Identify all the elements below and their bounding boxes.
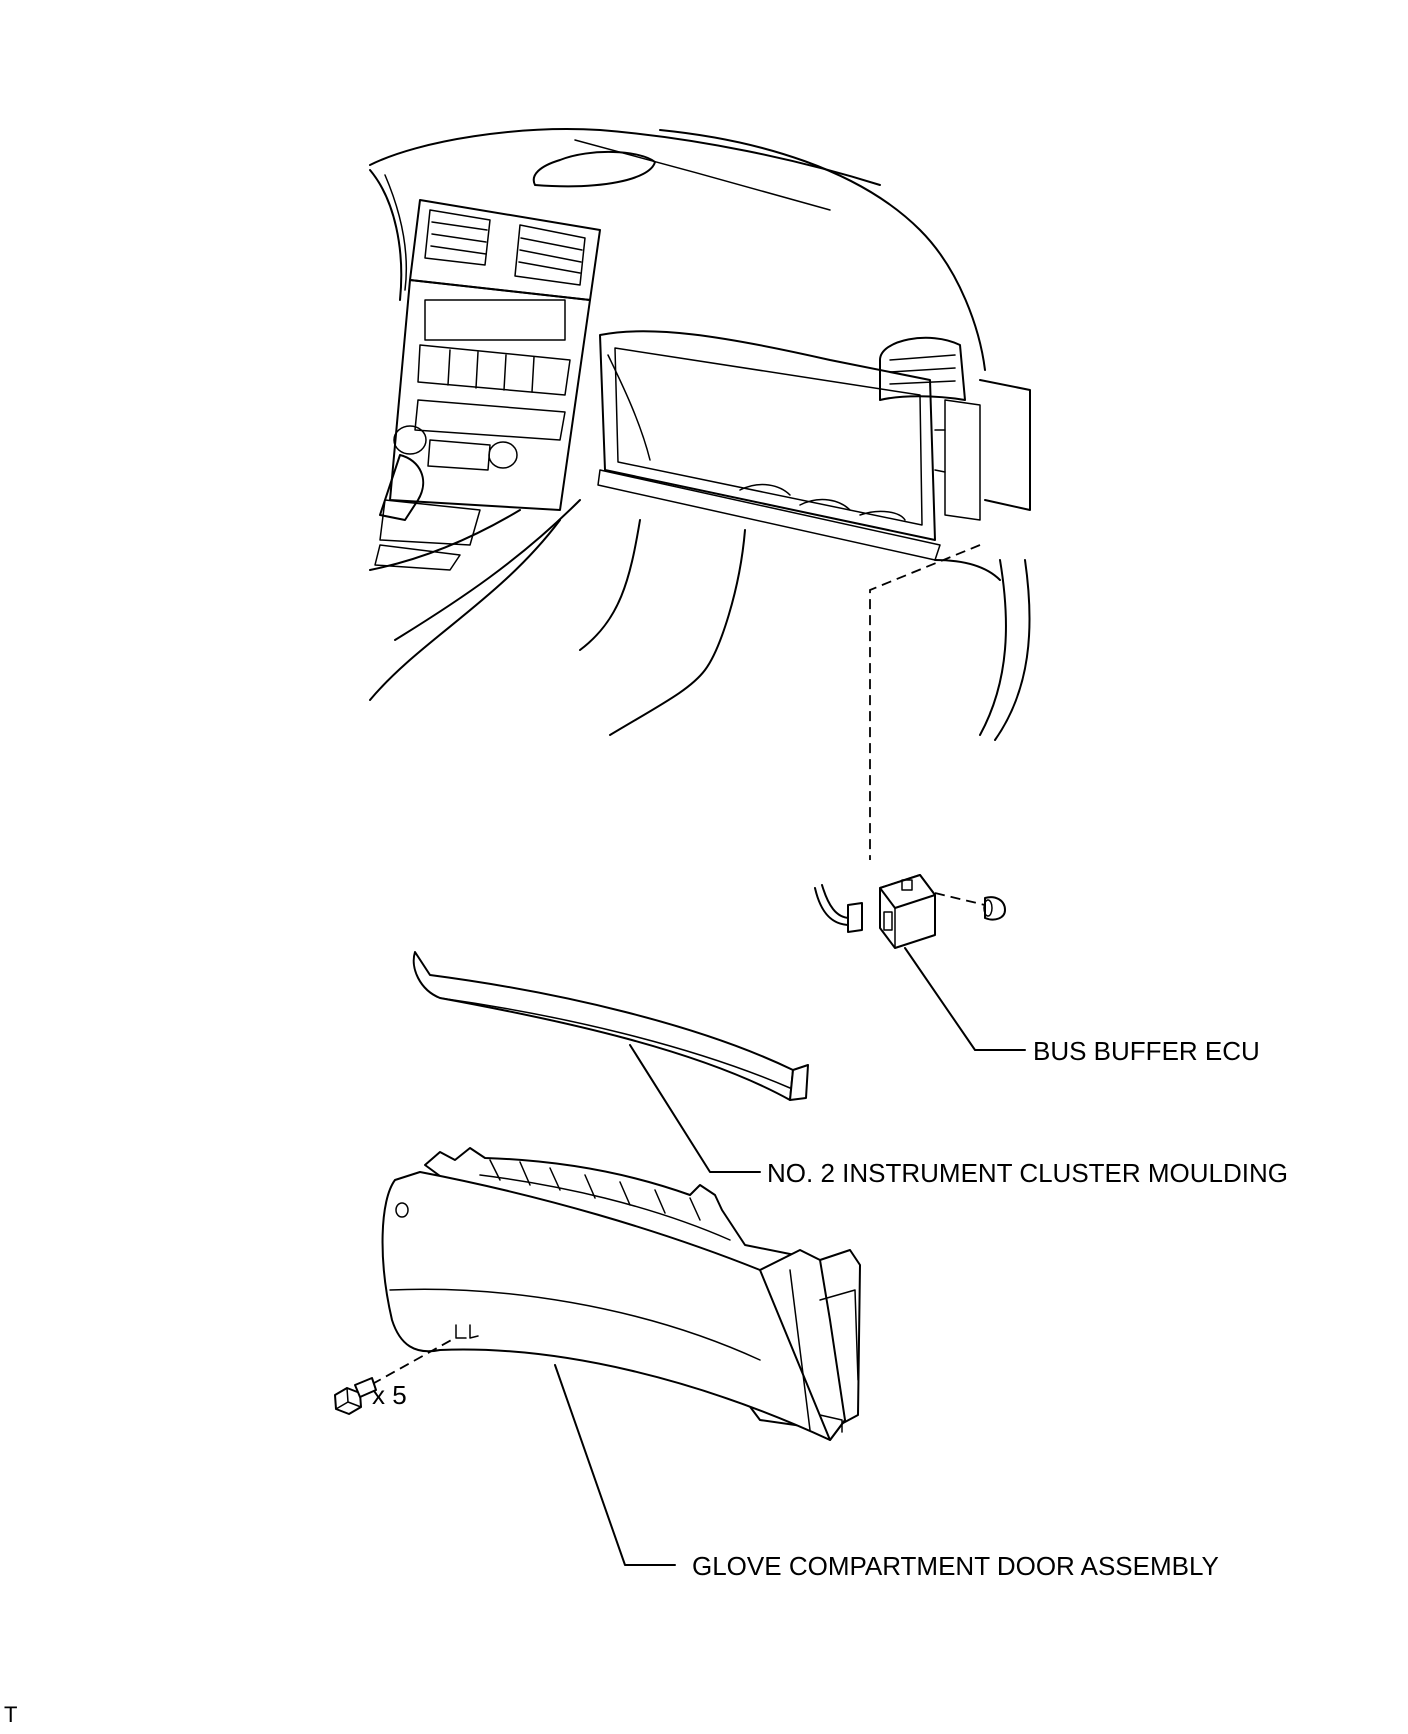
screw-quantity-label: x 5 [372, 1380, 407, 1410]
screw-illustration [334, 1377, 377, 1415]
instrument-cluster-moulding-illustration [412, 951, 809, 1101]
glove-compartment-door-label: GLOVE COMPARTMENT DOOR ASSEMBLY [692, 1551, 1219, 1581]
instrument-cluster-moulding-label: NO. 2 INSTRUMENT CLUSTER MOULDING [767, 1158, 1289, 1188]
instrument-panel-illustration [369, 128, 1031, 741]
glove-compartment-door-illustration [381, 1147, 861, 1441]
bus-buffer-ecu-illustration [814, 874, 1006, 949]
bus-buffer-ecu-label: BUS BUFFER ECU [1033, 1036, 1260, 1066]
corner-mark: T [4, 1702, 18, 1727]
